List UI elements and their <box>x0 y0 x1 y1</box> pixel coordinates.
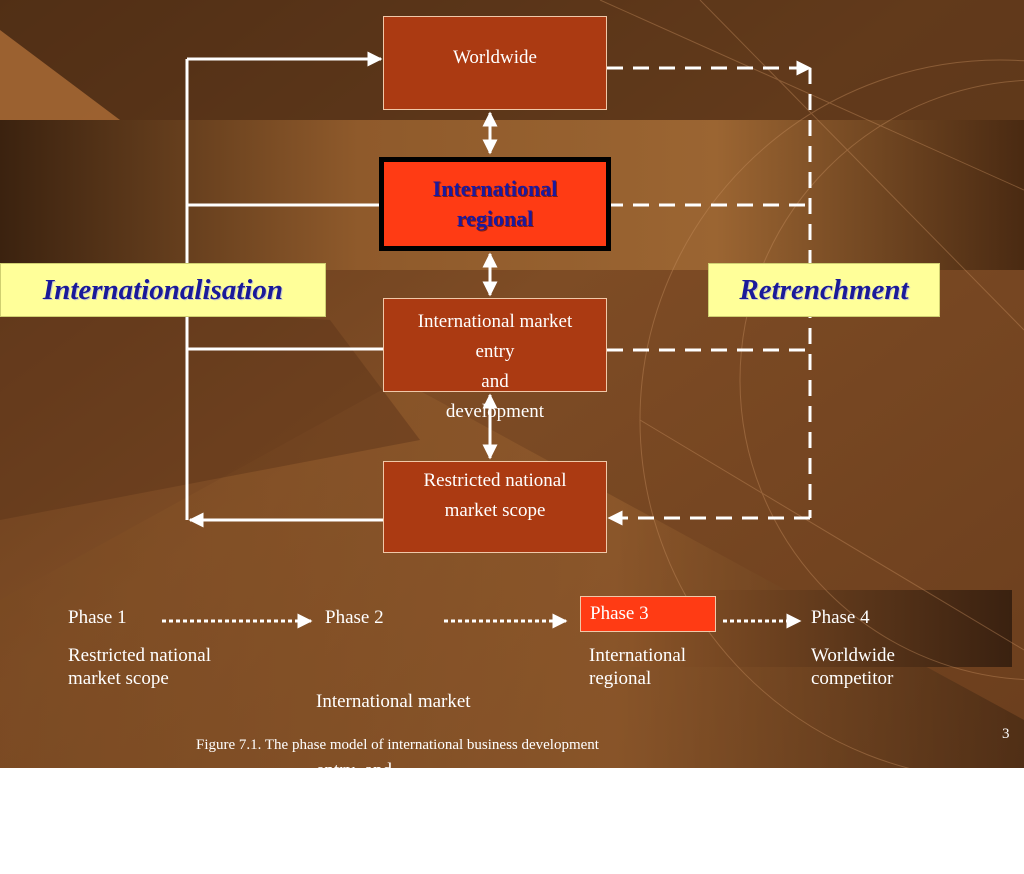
box-worldwide: Worldwide <box>383 16 607 110</box>
box-entry-line1: International market <box>417 311 573 332</box>
phase-1-desc-line: Restricted national <box>68 645 211 666</box>
box-entry-word1: entry <box>475 341 515 362</box>
phase-4-title: Phase 4 <box>811 607 870 628</box>
phase-3-highlight: Phase 3 <box>580 596 716 632</box>
box-worldwide-label: Worldwide <box>453 47 537 68</box>
phase-2-desc-line: development <box>316 829 415 850</box>
label-retrenchment-text: Retrenchment <box>739 273 909 306</box>
box-international-regional: International regional <box>379 157 611 251</box>
phase-3-description: International regional <box>589 644 686 690</box>
phase-3-title: Phase 3 <box>590 603 649 624</box>
label-internationalisation: Internationalisation <box>0 263 326 317</box>
connector-lines <box>187 51 812 629</box>
phase-2-title: Phase 2 <box>325 607 384 628</box>
box-restricted-line1: Restricted national <box>423 470 567 491</box>
label-retrenchment: Retrenchment <box>708 263 940 317</box>
label-internationalisation-text: Internationalisation <box>42 273 284 306</box>
box-entry-line3: development <box>445 401 545 422</box>
box-regional-line2: regional <box>456 206 534 231</box>
box-regional-inner: International regional <box>384 162 606 246</box>
box-entry-word2: and <box>481 371 509 392</box>
box-market-entry: International market entry and developme… <box>383 298 607 422</box>
phase-2-description: International market entry and developme… <box>316 644 471 874</box>
phase-3-desc-line: regional <box>589 668 652 689</box>
phase-4-desc-line: competitor <box>811 668 894 689</box>
phase-1-desc-line: market scope <box>68 668 169 689</box>
slide-background <box>0 0 1024 768</box>
phase-1-title: Phase 1 <box>68 607 127 628</box>
box-regional-line1: International <box>432 176 558 201</box>
phase-4-desc-line: Worldwide <box>811 645 895 666</box>
phase-4-description: Worldwide competitor <box>811 644 895 690</box>
box-restricted-scope: Restricted national market scope <box>383 461 607 553</box>
box-restricted-line2: market scope <box>444 500 546 521</box>
phase-1-description: Restricted national market scope <box>68 644 211 690</box>
page-number: 3 <box>1002 726 1010 742</box>
figure-caption: Figure 7.1. The phase model of internati… <box>196 737 599 753</box>
phase-2-desc-line: entry and <box>316 760 392 781</box>
phase-3-desc-line: International <box>589 645 687 666</box>
phase-2-desc-line: International market <box>316 691 471 712</box>
box-entry-line2: entry and <box>433 337 557 397</box>
